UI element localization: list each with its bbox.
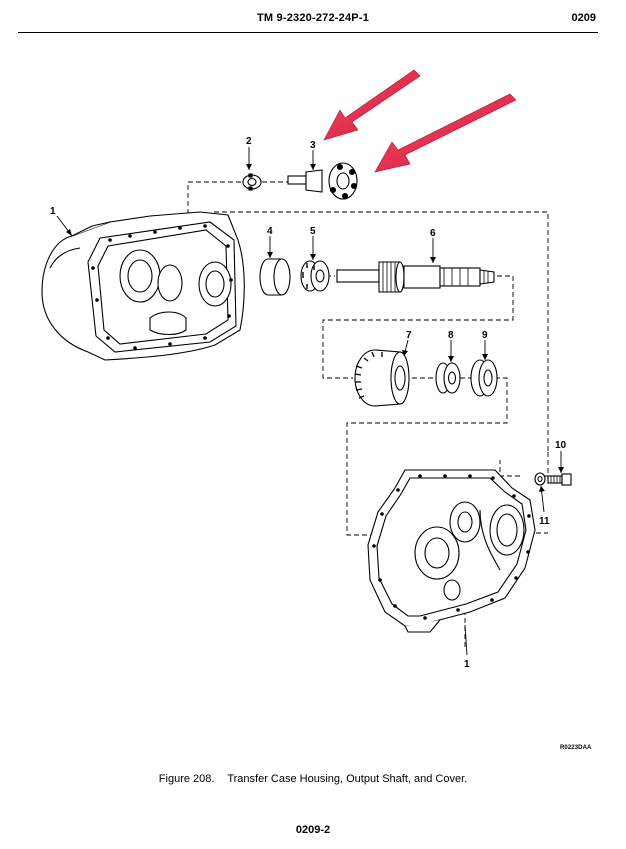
callout-9: 9	[482, 330, 488, 341]
callout-4: 4	[267, 226, 273, 237]
part-11-washer	[534, 472, 546, 486]
part-6-output-shaft	[336, 261, 495, 293]
red-highlight-arrows	[323, 69, 517, 173]
figure-number: Figure 208.	[158, 773, 215, 785]
callout-1-housing: 1	[50, 206, 56, 217]
callout-6: 6	[430, 228, 436, 239]
part-7-gear	[354, 349, 410, 407]
page-number: 0209-2	[295, 824, 331, 836]
part-4-bearing-race	[259, 258, 291, 296]
callout-5: 5	[310, 226, 316, 237]
callout-10: 10	[555, 440, 567, 451]
part-7-gear-teeth	[354, 351, 383, 399]
part-6-shaft-splines	[382, 262, 489, 292]
red-arrow-upper	[323, 69, 421, 141]
part-3-yoke-flange	[287, 162, 358, 200]
part-5-bearing	[300, 260, 330, 292]
red-arrow-lower	[374, 93, 517, 173]
transfer-case-housing-left	[41, 211, 245, 361]
part-9-seal	[470, 359, 498, 397]
callout-arrowheads	[66, 164, 564, 492]
header-rule	[18, 32, 598, 33]
callout-3: 3	[310, 140, 316, 151]
part-10-screw-threads	[550, 476, 561, 483]
figure-reference-code: R0223DAA	[560, 745, 592, 751]
cover-bolt-holes	[372, 474, 531, 620]
figure-title: Transfer Case Housing, Output Shaft, and…	[227, 773, 468, 785]
callout-2: 2	[246, 136, 252, 147]
part-5-bearing-rollers	[302, 263, 315, 289]
callout-7: 7	[406, 330, 412, 341]
part-2-seal	[242, 173, 262, 191]
callout-8: 8	[448, 330, 454, 341]
transfer-case-cover	[367, 469, 536, 633]
housing-bolt-holes	[91, 224, 233, 350]
part-10-screw	[547, 473, 572, 486]
part-8-bearing	[435, 362, 461, 394]
callout-1-cover: 1	[464, 659, 470, 670]
figure-caption: Figure 208. Transfer Case Housing, Outpu…	[0, 773, 626, 785]
header-section-number: 0209	[571, 12, 596, 24]
callout-11: 11	[539, 516, 550, 527]
header-doc-number: TM 9-2320-272-24P-1	[256, 12, 370, 24]
